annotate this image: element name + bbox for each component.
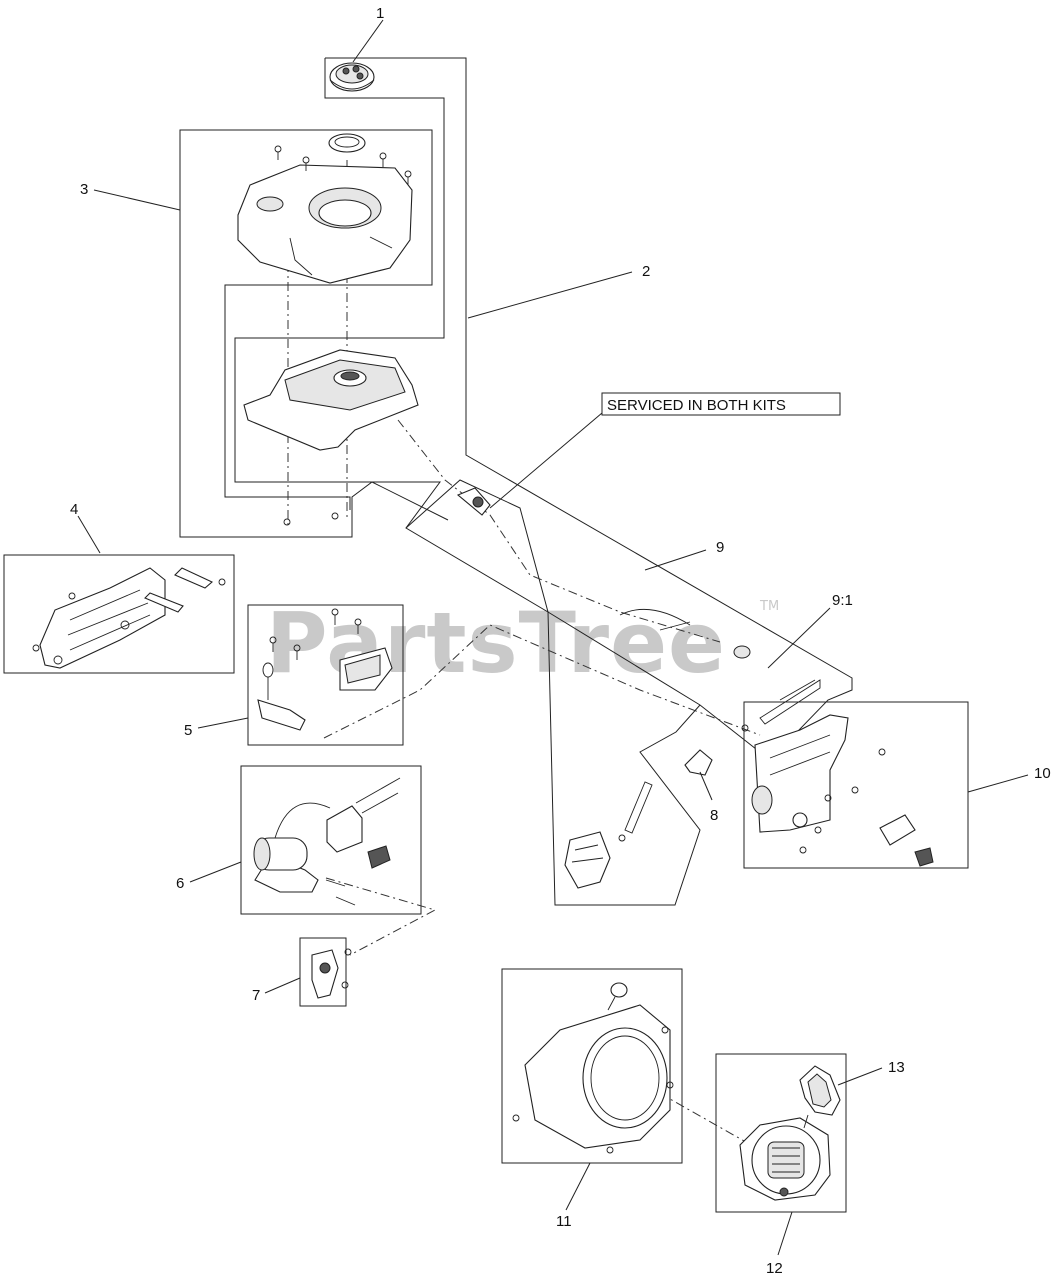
callout-3[interactable]: 3: [80, 181, 88, 198]
control-panel-drawing: [751, 714, 934, 867]
part-6-frame: [240, 765, 422, 915]
part-7-frame: [299, 937, 347, 1007]
bracket-path: [323, 624, 761, 739]
callout-12[interactable]: 12: [766, 1260, 783, 1277]
callout-5[interactable]: 5: [184, 722, 192, 739]
starter-motor-drawing: [253, 777, 401, 906]
callout-13[interactable]: 13: [888, 1059, 905, 1076]
callout-8[interactable]: 8: [710, 807, 718, 824]
part-10-frame: [743, 701, 969, 869]
kit-3-frame: [234, 58, 449, 521]
callout-1[interactable]: 1: [376, 5, 384, 22]
callout-9-1[interactable]: 9:1: [832, 592, 853, 609]
tank-cover-drawing: [237, 133, 413, 284]
mount-plate-drawing: [311, 948, 352, 999]
fuel-tank-drawing: [243, 349, 419, 526]
blower-housing-drawing: [512, 982, 674, 1154]
part-5-frame: [247, 604, 404, 746]
callout-labels: 1 2 3 4 5 6 7 8 9 9:1 10 11 12 13: [70, 5, 1051, 1277]
kit-9-frame: [405, 479, 701, 906]
tank-bracket-drawing: [32, 567, 226, 669]
part-11-frame: [501, 968, 683, 1164]
callout-11[interactable]: 11: [556, 1213, 572, 1230]
callout-4[interactable]: 4: [70, 501, 78, 518]
part-4-frame: [3, 554, 235, 674]
bracket-kit-drawing: [257, 608, 393, 731]
starter-handle-drawing: [799, 1065, 841, 1129]
serviced-note-text: SERVICED IN BOTH KITS: [607, 397, 786, 414]
callout-9[interactable]: 9: [716, 539, 724, 556]
callout-6[interactable]: 6: [176, 875, 184, 892]
fuel-line-drawing: [456, 487, 821, 732]
callout-10[interactable]: 10: [1034, 765, 1051, 782]
part-12-frame: [715, 1053, 847, 1213]
callout-2[interactable]: 2: [642, 263, 650, 280]
choke-lever-drawing: [564, 749, 713, 889]
serviced-note-box: [601, 392, 841, 416]
kit-2-frame: [179, 57, 853, 761]
watermark-trademark: TM: [759, 599, 779, 614]
callout-7[interactable]: 7: [252, 987, 260, 1004]
recoil-starter-drawing: [739, 1117, 831, 1201]
fuel-line-path: [397, 419, 721, 643]
starter-path: [325, 877, 437, 956]
fuel-cap-drawing: [329, 62, 375, 92]
leader-lines: [77, 19, 1029, 1256]
